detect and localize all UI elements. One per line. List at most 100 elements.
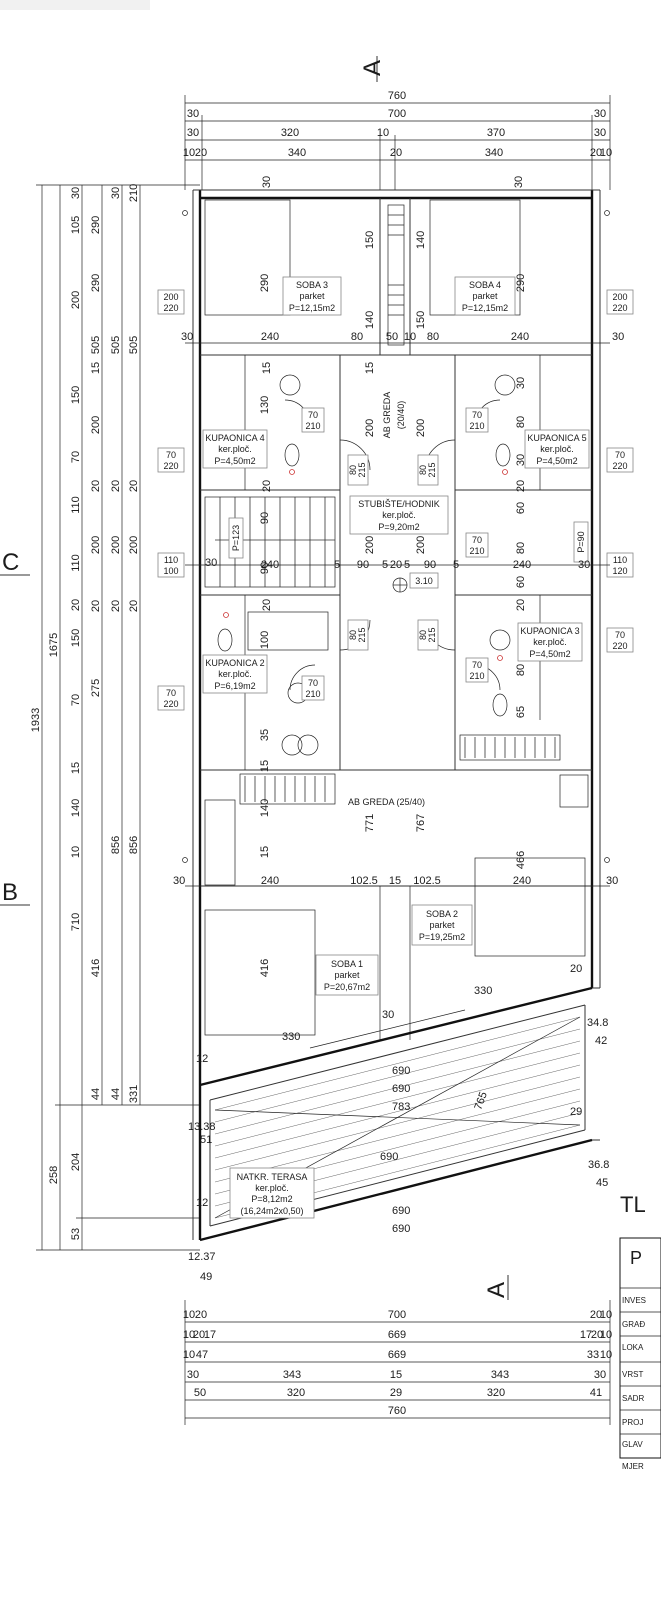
dim-in-240f: 240 xyxy=(513,875,531,887)
tb-row-7: MJER xyxy=(622,1462,644,1471)
dim-in-30a: 30 xyxy=(261,176,273,188)
dim-in-330a: 330 xyxy=(474,985,492,997)
dim-left-c3-3b: 200 xyxy=(128,536,140,554)
dim-left-c1-15: 44 xyxy=(90,1088,102,1100)
dim-left-c3-5: 331 xyxy=(128,1085,140,1103)
tag-w70-d4: 70 xyxy=(308,678,318,688)
dim-in-15a: 15 xyxy=(261,362,273,374)
dim-in-690c: 690 xyxy=(380,1151,398,1163)
dim-top-r3-1: 320 xyxy=(281,127,299,139)
hodnik-name: STUBIŠTE/HODNIK xyxy=(358,499,440,509)
dim-in-49: 49 xyxy=(200,1271,212,1283)
dim-in-200b: 200 xyxy=(415,419,427,437)
dim-in-416: 416 xyxy=(259,959,271,977)
dim-b-r4-2: 15 xyxy=(390,1369,402,1381)
dim-b-r5-1: 320 xyxy=(287,1387,305,1399)
dim-b-r2-4: 17 xyxy=(580,1329,592,1341)
dim-in-80d: 80 xyxy=(515,542,527,554)
kup2-floor: ker.ploč. xyxy=(218,669,252,679)
tag-w80-d8: 80 xyxy=(348,630,358,640)
dim-in-15e: 15 xyxy=(389,875,401,887)
dim-in-690b: 690 xyxy=(392,1083,410,1095)
section-mark-bottom: A xyxy=(483,1275,510,1300)
dim-in-240b: 240 xyxy=(511,331,529,343)
dim-in-20f: 20 xyxy=(570,963,582,975)
dim-b-r5-2: 29 xyxy=(390,1387,402,1399)
inner-dimensions: 30 30 290 290 150 140 140 150 30 240 80 … xyxy=(173,176,624,1283)
dim-b-r4-3: 343 xyxy=(491,1369,509,1381)
dim-left-856b: 856 xyxy=(128,836,140,854)
dim-in-200d: 200 xyxy=(415,536,427,554)
tag-w70-r2: 70 xyxy=(615,630,625,640)
dim-left-53: 53 xyxy=(70,1228,82,1240)
kup5-area: P=4,50m2 xyxy=(536,456,577,466)
dim-left-c1-10: 15 xyxy=(70,762,82,774)
tag-h215-d7: 215 xyxy=(427,462,437,477)
tag-w110-l: 110 xyxy=(164,555,178,565)
dim-in-20e: 20 xyxy=(515,599,527,611)
dim-left-c2-4: 20 xyxy=(90,480,102,492)
room-kup3: KUPAONICA 3 ker.ploč. P=4,50m2 xyxy=(517,622,583,662)
hodnik-floor: ker.ploč. xyxy=(382,510,416,520)
tag-w70-d3: 70 xyxy=(472,535,482,545)
dim-top-r3-2: 10 xyxy=(377,127,389,139)
wardrobes xyxy=(204,734,589,886)
dim-left-c2-0b: 290 xyxy=(90,274,102,292)
dim-in-50: 50 xyxy=(386,331,398,343)
tag-h210-d4: 210 xyxy=(305,689,320,699)
dim-in-15c: 15 xyxy=(259,760,271,772)
tag-w70-d5: 70 xyxy=(472,660,482,670)
tag-w70-d1: 70 xyxy=(308,410,318,420)
tb-row-0: INVES xyxy=(622,1296,646,1305)
dim-left-c2-6: 20 xyxy=(90,600,102,612)
tag-w70-r1: 70 xyxy=(615,450,625,460)
dim-left-c2-0: 290 xyxy=(90,216,102,234)
dim-b-r1-3: 20 xyxy=(590,1309,602,1321)
dim-b-r3-2: 669 xyxy=(388,1349,406,1361)
dim-in-1237: 12.37 xyxy=(188,1251,216,1263)
dim-left-c2-5: 200 xyxy=(90,536,102,554)
dim-top-r4-0: 10 xyxy=(183,147,195,159)
drawing-title: TL xyxy=(620,1192,646,1217)
tag-w70-l1: 70 xyxy=(166,450,176,460)
wall-markers xyxy=(182,210,610,863)
dim-in-290b: 290 xyxy=(515,274,527,292)
dim-b-r2-2: 17 xyxy=(204,1329,216,1341)
dim-b-r3-4: 10 xyxy=(600,1349,612,1361)
dim-left-c3-1b: 505 xyxy=(128,336,140,354)
terasa-area2: (16,24m2x0,50) xyxy=(240,1206,303,1216)
dim-in-90c: 90 xyxy=(357,559,369,571)
dim-left-c2-3: 200 xyxy=(90,416,102,434)
room-hodnik: STUBIŠTE/HODNIK ker.ploč. P=9,20m2 xyxy=(349,495,449,535)
dim-in-368: 36.8 xyxy=(588,1159,609,1171)
dim-b-r2-3: 669 xyxy=(388,1329,406,1341)
tag-h210-d5: 210 xyxy=(469,671,484,681)
dim-left-c1-7: 20 xyxy=(70,599,82,611)
tag-h210-d1: 210 xyxy=(305,421,320,431)
dim-b-r6-0: 760 xyxy=(388,1405,406,1417)
tag-h210-d3: 210 xyxy=(469,546,484,556)
left-dimensions: 1933 1675 258 105 30 200 150 70 110 110 … xyxy=(30,184,200,1251)
dim-top-r4-1: 20 xyxy=(195,147,207,159)
dim-top-r3-4: 30 xyxy=(594,127,606,139)
dim-left-c1-3: 150 xyxy=(70,386,82,404)
dim-left-c3-1: 505 xyxy=(110,336,122,354)
dim-in-30j: 30 xyxy=(606,875,618,887)
dim-left-c4-1b: 20 xyxy=(128,600,140,612)
dim-in-10: 10 xyxy=(404,331,416,343)
tag-h220-r: 220 xyxy=(612,303,627,313)
dim-left-c1-12: 10 xyxy=(70,846,82,858)
dim-left-c2-1: 505 xyxy=(90,336,102,354)
dim-left-c1-4: 70 xyxy=(70,451,82,463)
soba2-name: SOBA 2 xyxy=(426,909,458,919)
dim-in-100: 100 xyxy=(259,631,271,649)
tb-row-1: GRAĐ xyxy=(622,1320,645,1329)
title-block: P INVES GRAĐ LOKA VRST SADR PROJ GLAV MJ… xyxy=(619,1237,661,1471)
dim-left-c1-13: 710 xyxy=(70,913,82,931)
dim-b-r2-1: 20 xyxy=(193,1329,205,1341)
kup5-name: KUPAONICA 5 xyxy=(527,433,586,443)
dim-in-80c: 80 xyxy=(515,416,527,428)
kup3-name: KUPAONICA 3 xyxy=(520,626,579,636)
opening-tags: 200 220 200 220 70 220 70 220 110 100 11… xyxy=(157,289,634,711)
dim-in-240d: 240 xyxy=(513,559,531,571)
